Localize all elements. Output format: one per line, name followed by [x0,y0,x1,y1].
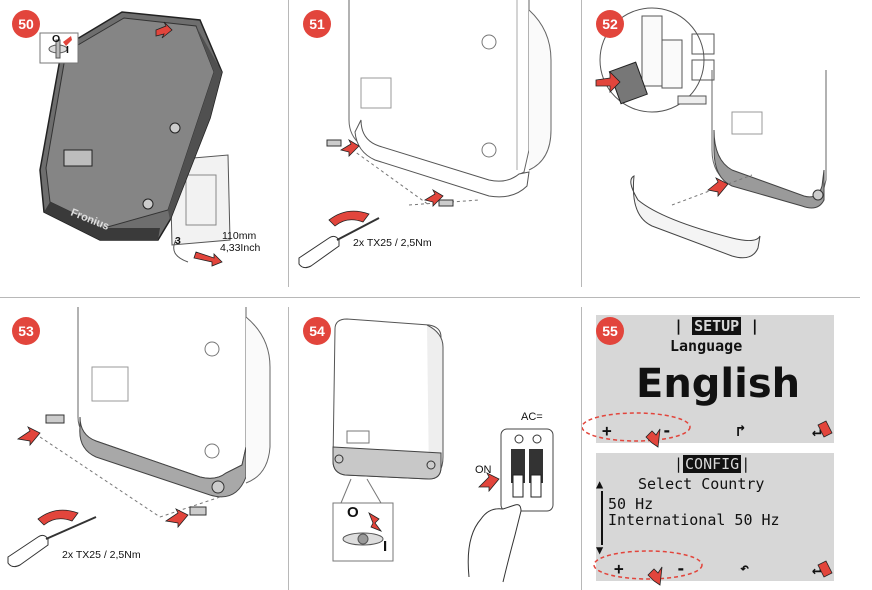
step-54-panel: 54 AC= ON O I [289,307,581,590]
switch-on-label: I [66,44,69,56]
scrollbar-track[interactable] [601,491,603,545]
bottom-cover-screws-illustration [298,0,552,269]
minus-key[interactable]: - [676,559,686,578]
language-value: English [636,361,801,407]
enter-icon[interactable]: ↵ [812,421,822,440]
step-52-panel: 52 [582,0,872,290]
inverter-mount-illustration: Fronius [39,11,231,267]
select-country-label: Select Country [638,475,765,493]
divider-horizontal [0,297,860,298]
step-50-badge: 50 [12,10,40,38]
divider-vertical-3 [288,307,289,590]
language-label: Language [670,337,743,355]
step-50-panel: Fronius 50 O I 3 110mm 4,33Inch [0,0,288,290]
step-55-panel: | SETUP | Language English + - ↱ ↵ |CONF… [582,307,872,590]
country-option-2[interactable]: International 50 Hz [608,511,780,529]
step-55-badge: 55 [596,317,624,345]
step-52-badge: 52 [596,10,624,38]
switch-off-label: O [347,504,359,521]
dimension-mm: 110mm [222,230,257,242]
step-51-panel: 51 2x TX25 / 2,5Nm [289,0,581,290]
divider-vertical-4 [581,307,582,590]
scrollbar-up-icon[interactable]: ▲ [596,477,604,491]
step-51-badge: 51 [303,10,331,38]
enter-icon[interactable]: ↵ [812,559,822,578]
back-arrow-icon[interactable]: ↱ [736,421,746,440]
torque-spec: 2x TX25 / 2,5Nm [62,549,141,561]
config-tab: CONFIG [683,455,742,473]
reattach-cover-illustration [7,307,271,568]
back-icon[interactable]: ↶ [740,559,750,577]
lcd-setup-screen: | SETUP | Language English + - ↱ ↵ [596,315,834,443]
remove-cover-illustration [595,7,827,259]
config-tab-row: |CONFIG| [674,455,751,473]
step-55-annotations [582,412,833,586]
plus-key[interactable]: + [602,421,612,440]
torque-spec: 2x TX25 / 2,5Nm [353,237,432,249]
setup-tab: SETUP [692,317,742,335]
step-54-badge: 54 [303,317,331,345]
country-option-1[interactable]: 50 Hz [608,495,654,513]
step-53-badge: 53 [12,317,40,345]
switch-on-label: I [383,538,388,555]
lcd-config-screen: |CONFIG| Select Country 50 Hz Internatio… [596,453,834,581]
callout-3: 3 [175,235,181,247]
plus-key[interactable]: + [614,559,624,578]
on-label: ON [475,464,492,476]
setup-tab-row: | SETUP | [674,317,760,335]
scrollbar-down-icon[interactable]: ▼ [596,543,604,557]
divider-vertical-1 [288,0,289,287]
ac-label: AC= [521,411,543,423]
switch-on-illustration [332,318,554,583]
dimension-inch: 4,33Inch [220,242,261,254]
step-53-panel: 53 2x TX25 / 2,5Nm [0,307,288,590]
switch-off-label: O [52,33,61,45]
minus-key[interactable]: - [662,421,672,440]
divider-vertical-2 [581,0,582,287]
